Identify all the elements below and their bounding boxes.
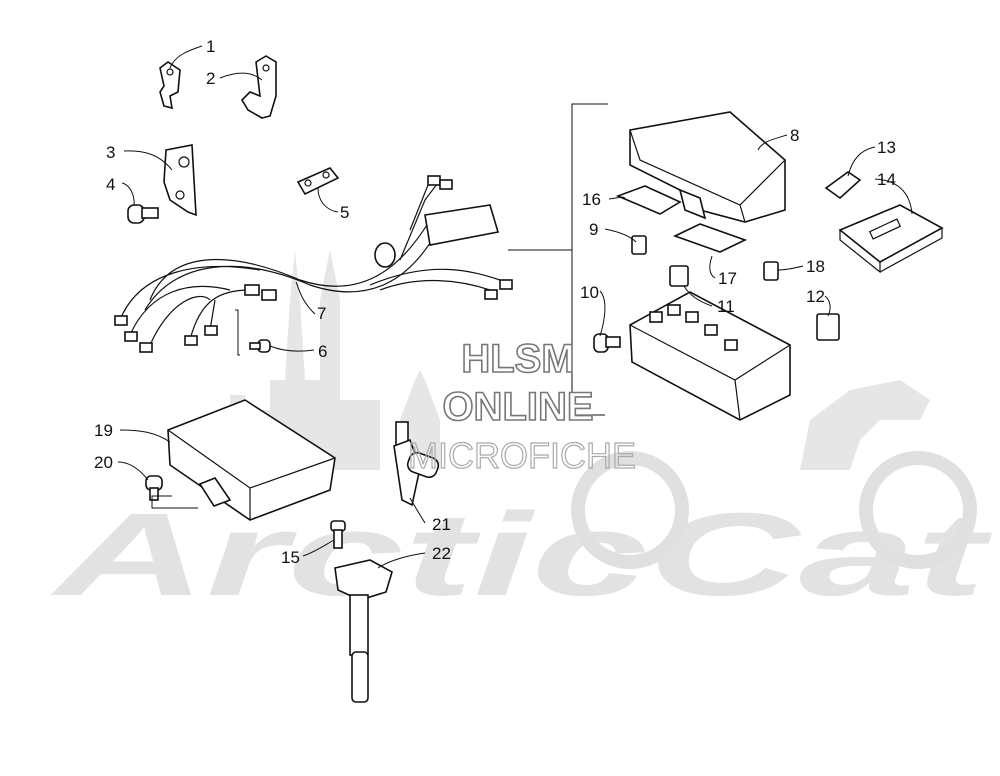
callout-22: 22 (432, 544, 451, 563)
callout-17: 17 (718, 269, 737, 288)
watermark-tagline: MICROFICHE (408, 435, 636, 476)
part-ecu-19 (167, 399, 336, 521)
part-gasket-17 (672, 223, 748, 253)
part-bolt-15 (330, 520, 346, 549)
callout-21: 21 (432, 515, 451, 534)
callout-7: 7 (317, 304, 326, 323)
callout-3: 3 (106, 143, 115, 162)
callout-2: 2 (206, 69, 215, 88)
part-screw-10 (593, 333, 621, 353)
callout-4: 4 (106, 175, 115, 194)
part-screw-4 (127, 204, 159, 224)
logo-wheel-left (571, 451, 977, 569)
callout-16: 16 (582, 190, 601, 209)
part-gasket-16 (615, 185, 682, 215)
part-screw-6 (249, 339, 271, 353)
callout-18: 18 (806, 257, 825, 276)
ecu-lead (151, 495, 198, 509)
watermark-logo: ArcticCat (50, 489, 994, 621)
part-fuse-9 (631, 235, 647, 255)
callout-6: 6 (318, 342, 327, 361)
callout-1: 1 (206, 37, 215, 56)
group-bracket-line (508, 103, 608, 416)
callout-5: 5 (340, 203, 349, 222)
watermark-title: HLSM (461, 337, 574, 381)
part-fuse-box-cover-8 (629, 111, 786, 223)
part-relay-11 (669, 265, 689, 287)
callout-19: 19 (94, 421, 113, 440)
part-sensor-21 (393, 421, 440, 507)
callout-13: 13 (877, 138, 896, 157)
part-fuse-box-body (629, 291, 791, 421)
callout-11: 11 (717, 297, 735, 316)
part-fuse-18 (763, 261, 779, 281)
part-fuse-puller-13 (824, 171, 862, 200)
part-plate-5 (296, 167, 340, 196)
part-bracket-2 (240, 55, 277, 119)
callout-10: 10 (580, 283, 599, 302)
watermark-subtitle: ONLINE (442, 385, 593, 429)
part-label-14 (838, 204, 944, 274)
part-bracket-3 (163, 144, 197, 217)
callout-9: 9 (589, 220, 598, 239)
part-bracket-1 (159, 61, 181, 110)
callout-8: 8 (790, 126, 799, 145)
callout-20: 20 (94, 453, 113, 472)
part-screw-20 (145, 475, 163, 501)
callout-14: 14 (877, 170, 896, 189)
part-wiring-harness-7 (114, 175, 513, 356)
leader-lines (117, 45, 913, 569)
callout-15: 15 (281, 548, 300, 567)
callout-12: 12 (806, 287, 825, 306)
part-ignition-coil-22 (334, 559, 393, 703)
part-relay-12 (816, 313, 840, 341)
